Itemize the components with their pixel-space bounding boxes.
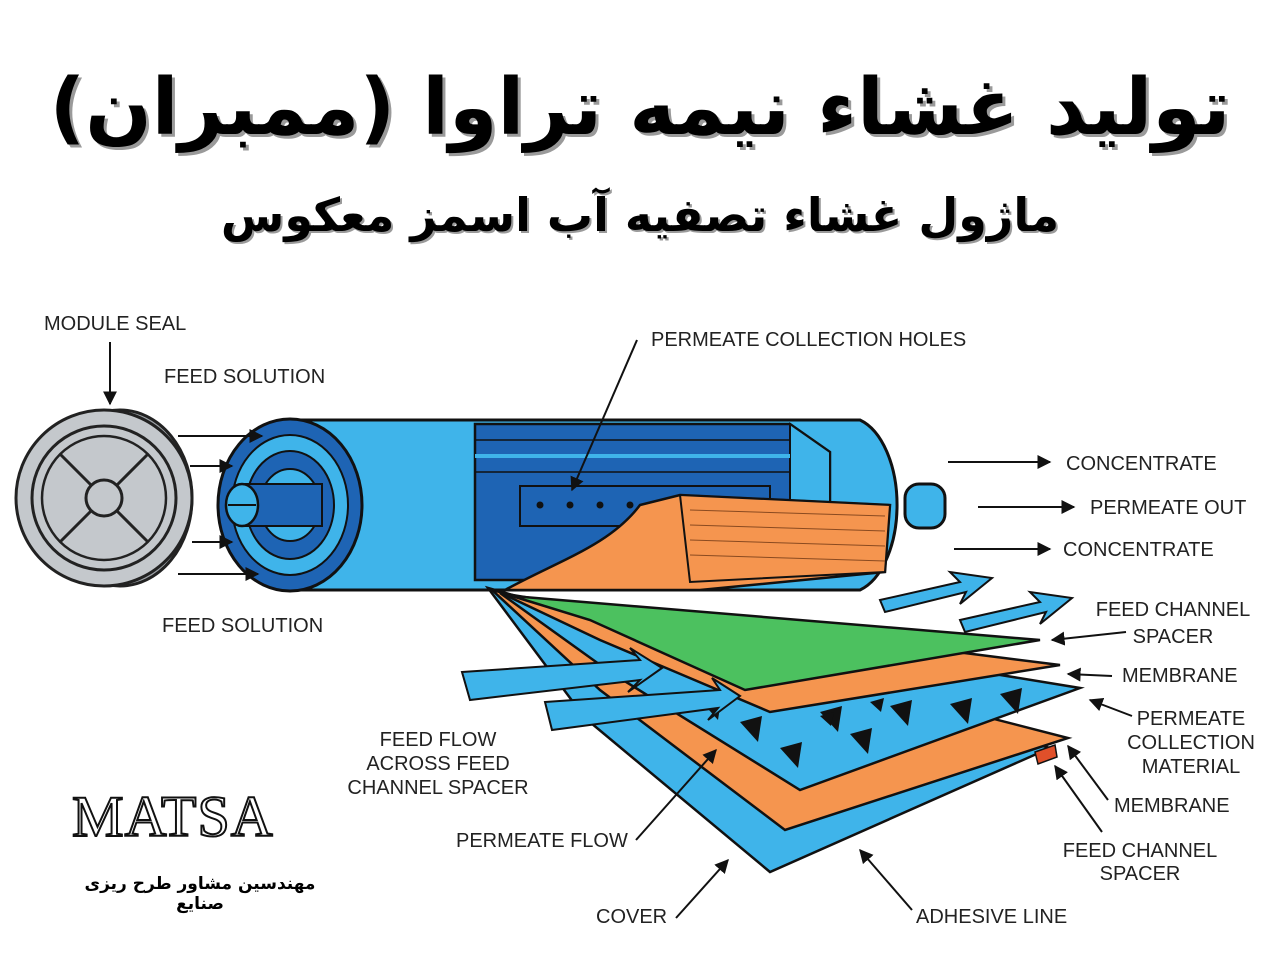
label-feed-flow-1: FEED FLOW [380,729,497,751]
feed-arrows-in [103,342,264,581]
membrane-layers [484,493,1085,874]
brand-tagline: مهندسین مشاور طرح ریزی صنایع [84,874,316,914]
label-feed-flow-2: ACROSS FEED [366,753,509,775]
label-permeate-flow: PERMEATE FLOW [456,830,628,852]
label-permeate-collection-material-2: COLLECTION [1127,732,1255,754]
label-feed-channel-spacer-bottom-2: SPACER [1100,863,1181,885]
leader-lines [570,339,1133,919]
page-subtitle: ماژول غشاء تصفیه آب اسمز معکوس [220,188,1060,242]
label-cover: COVER [596,906,667,928]
label-feed-channel-spacer-top-2: SPACER [1133,626,1214,648]
label-feed-channel-spacer-bottom-1: FEED CHANNEL [1063,840,1217,862]
label-permeate-collection-material-1: PERMEATE [1137,708,1246,730]
label-concentrate-top: CONCENTRATE [1066,453,1217,475]
module-seal-illustration [14,408,194,588]
label-membrane-top: MEMBRANE [1122,665,1238,687]
output-arrows [948,455,1076,556]
label-permeate-collection-material-3: MATERIAL [1142,756,1241,778]
label-concentrate-bottom: CONCENTRATE [1063,539,1214,561]
label-permeate-out: PERMEATE OUT [1090,497,1246,519]
label-membrane-bottom: MEMBRANE [1114,795,1230,817]
label-feed-solution-bottom: FEED SOLUTION [162,615,323,637]
page-title: تولید غشاء نیمه تراوا (ممبران) [49,63,1231,153]
feed-flow-arrows [460,570,1075,732]
label-permeate-collection-holes: PERMEATE COLLECTION HOLES [651,329,966,351]
label-feed-solution-top: FEED SOLUTION [164,366,325,388]
label-feed-flow-3: CHANNEL SPACER [347,777,528,799]
label-feed-channel-spacer-top-1: FEED CHANNEL [1096,599,1250,621]
brand-logo: MATSA [72,784,274,849]
label-adhesive-line: ADHESIVE LINE [916,906,1067,928]
label-module-seal: MODULE SEAL [44,313,186,335]
